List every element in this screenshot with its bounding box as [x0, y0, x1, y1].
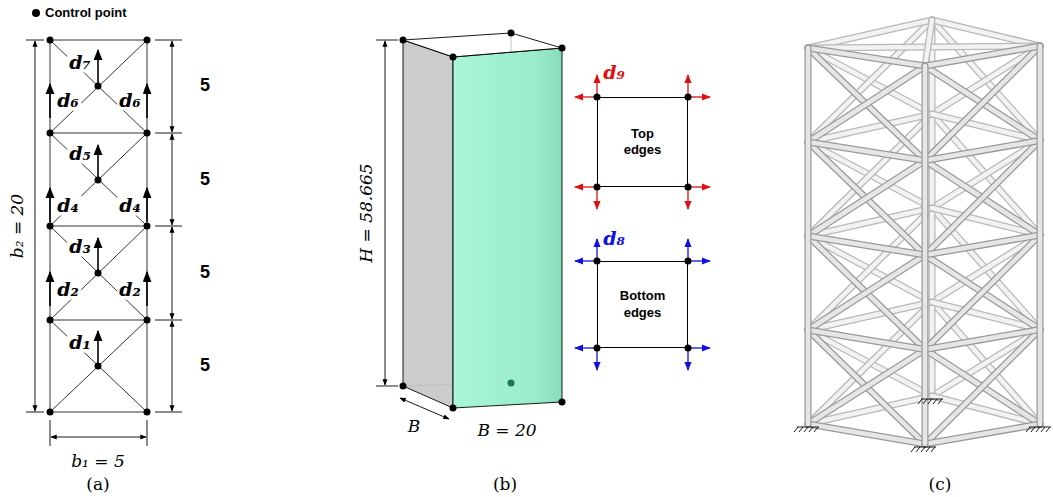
edge-square: Top edges	[597, 97, 688, 187]
design-variable-arrows	[50, 50, 147, 366]
edge-label: Top edges	[613, 126, 673, 159]
legend-swatch	[32, 9, 40, 17]
caption: (b)	[491, 475, 519, 494]
variable-label: d₄	[55, 195, 81, 216]
edge-corner-points	[594, 94, 692, 352]
variable-label: d₅	[67, 143, 93, 164]
dimension-label: 5	[198, 263, 212, 283]
variable-label: d₄	[117, 195, 143, 216]
variable-label: d₁	[67, 332, 93, 353]
variable-label: d₈	[601, 228, 627, 249]
top-edge-arrows	[575, 75, 710, 209]
dimension-label: b₂ = 20	[8, 192, 27, 260]
bottom-edge-arrows	[575, 239, 710, 370]
caption: (c)	[927, 475, 954, 494]
edge-square: Bottom edges	[597, 261, 688, 348]
dimension-label: B	[406, 417, 423, 436]
design-domain-box	[403, 33, 562, 408]
variable-label: d₃	[67, 236, 93, 257]
variable-label: d₆	[117, 90, 143, 111]
legend-entry: Control point	[32, 5, 127, 20]
truss-panel-a	[50, 40, 147, 412]
box-dimensions	[376, 40, 449, 419]
dimension-lines	[26, 40, 182, 446]
variable-label: d₇	[67, 52, 93, 73]
control-points	[47, 37, 151, 416]
variable-label: d₆	[55, 90, 81, 111]
dimension-label: 5	[198, 356, 212, 376]
tower-rendering	[794, 20, 1051, 452]
variable-label: d₉	[601, 62, 627, 83]
dimension-label: b₁ = 5	[69, 452, 127, 471]
variable-label: d₂	[117, 279, 143, 300]
box-corner-points	[400, 30, 566, 412]
caption: (a)	[84, 475, 111, 494]
dimension-label: 5	[198, 76, 212, 96]
edge-label: Bottom edges	[613, 288, 673, 321]
dimension-label: 5	[198, 170, 212, 190]
legend-text: Control point	[45, 5, 127, 20]
dimension-label: H = 58.665	[357, 161, 376, 264]
dimension-label: B = 20	[475, 421, 538, 440]
variable-label: d₂	[55, 279, 81, 300]
